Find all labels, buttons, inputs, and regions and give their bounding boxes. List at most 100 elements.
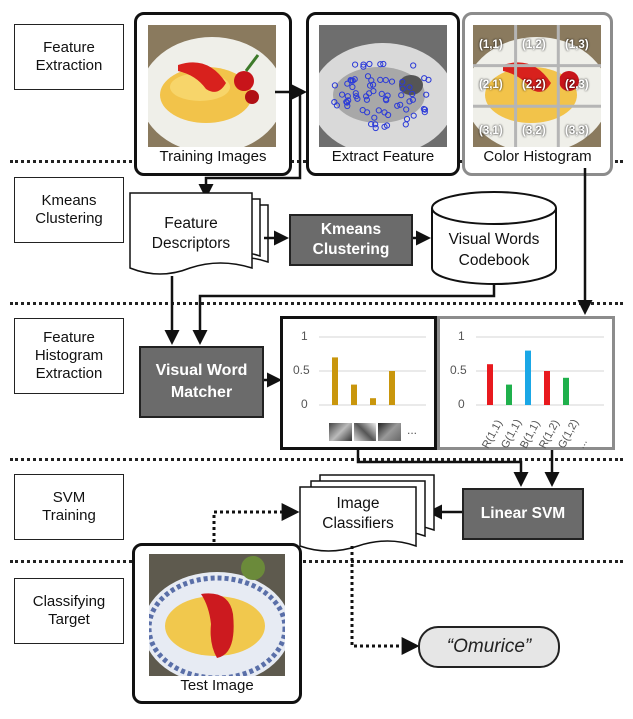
feature-point (421, 106, 429, 113)
feature-point (352, 61, 359, 68)
feature-point (397, 101, 404, 108)
grid-cell-label: (3,2) (522, 125, 546, 137)
feature-point (382, 77, 389, 84)
bar (487, 364, 493, 405)
feature-point (344, 102, 351, 110)
feature-point (383, 122, 391, 129)
grid-cell-label: (3,3) (565, 125, 589, 137)
color-histogram-panel: (1,1) (1,2) (1,3) (2,1) (2,2) (2,3) (3,1… (462, 12, 613, 176)
feature-point (368, 121, 375, 128)
feature-point (409, 96, 417, 103)
visual-word-matcher-box: Visual Word Matcher (139, 346, 264, 418)
color-histogram-chart: 1 0.5 0 R(1,1)G(1,1)B(1,1)R(1,2)G(1,2)..… (440, 319, 612, 451)
feature-point (388, 78, 396, 85)
kmeans-clustering-box: Kmeans Clustering (289, 214, 413, 266)
color-histogram-chart-panel: 1 0.5 0 R(1,1)G(1,1)B(1,1)R(1,2)G(1,2)..… (437, 316, 615, 451)
feature-point (403, 115, 411, 123)
feature-descriptors-shape (129, 192, 269, 275)
classification-result: “Omurice” (418, 626, 560, 668)
training-images-caption: Training Images (159, 148, 267, 165)
feature-point (372, 124, 379, 132)
feature-point (331, 82, 338, 89)
y-tick-label: 0.5 (450, 363, 467, 377)
feature-point (344, 80, 351, 87)
stage-label-classifying-target: Classifying Target (14, 578, 124, 644)
thumbnail-ellipsis: ... (407, 423, 418, 437)
feature-point (367, 82, 374, 89)
feature-point (348, 77, 355, 84)
feature-point (399, 78, 406, 85)
feature-point (381, 109, 388, 116)
feature-point (353, 93, 360, 100)
feature-point (398, 92, 405, 99)
feature-point (349, 83, 356, 91)
feature-point (406, 98, 413, 105)
feature-point (421, 109, 428, 116)
feature-point (331, 99, 338, 106)
linear-svm-box: Linear SVM (462, 488, 584, 540)
feature-point (352, 90, 359, 97)
grid-cell-label: (1,1) (479, 39, 503, 51)
visual-word-histogram-chart: 1 0.5 0 ... (283, 319, 434, 447)
bar (506, 384, 512, 405)
feature-point (343, 98, 350, 106)
feature-point (364, 73, 372, 80)
color-histogram-caption: Color Histogram (483, 148, 592, 165)
bar (525, 350, 531, 405)
bar (563, 377, 569, 405)
grid-cell-label: (2,1) (479, 79, 503, 91)
feature-point (339, 91, 346, 98)
feature-point (366, 90, 373, 97)
feature-points-photo (319, 25, 447, 147)
chart-plot (319, 336, 426, 406)
test-food-photo (149, 554, 285, 676)
chart-plot (476, 336, 604, 406)
feature-point (371, 114, 378, 121)
word-thumbnail (329, 423, 352, 441)
feature-point (421, 75, 428, 82)
word-thumbnails (329, 423, 402, 441)
stage-separator (10, 302, 623, 305)
y-tick-label: 1 (458, 329, 465, 343)
feature-point (360, 63, 367, 70)
feature-point (375, 107, 382, 114)
bar (544, 371, 550, 405)
feature-point (363, 96, 371, 103)
bar (370, 398, 376, 405)
feature-point (410, 112, 417, 119)
bar (332, 357, 338, 405)
feature-point (403, 106, 410, 113)
feature-point (360, 61, 367, 68)
feature-point (380, 60, 387, 68)
feature-point (372, 121, 379, 128)
feature-point (351, 76, 358, 83)
feature-point (345, 97, 352, 104)
feature-point (410, 62, 417, 69)
visual-word-histogram-panel: 1 0.5 0 ... (280, 316, 437, 450)
bar (351, 384, 357, 405)
feature-point (344, 93, 351, 100)
feature-point (406, 84, 413, 91)
y-tick-label: 0 (301, 397, 308, 411)
feature-point (377, 61, 384, 68)
test-image-panel: Test Image (132, 543, 302, 704)
extract-feature-caption: Extract Feature (331, 148, 435, 165)
stage-label-svm-training: SVM Training (14, 474, 124, 540)
training-images-panel: Training Images (134, 12, 292, 176)
feature-point (378, 90, 385, 98)
image-classifiers-label: Image Classifiers (322, 495, 394, 532)
grid-cell-label: (1,2) (522, 39, 546, 51)
image-classifiers-shape (299, 474, 435, 552)
stage-label-feature-extraction: Feature Extraction (14, 24, 124, 90)
test-image-caption: Test Image (180, 677, 254, 694)
stage-separator (10, 560, 623, 563)
feature-point (409, 90, 416, 98)
y-tick-label: 1 (301, 329, 308, 343)
feature-point (399, 85, 406, 92)
bar (389, 371, 395, 405)
y-tick-label: 0.5 (293, 363, 310, 377)
word-thumbnail (378, 423, 402, 441)
grid-cell-label: (3,1) (479, 125, 503, 137)
feature-point (423, 91, 430, 98)
